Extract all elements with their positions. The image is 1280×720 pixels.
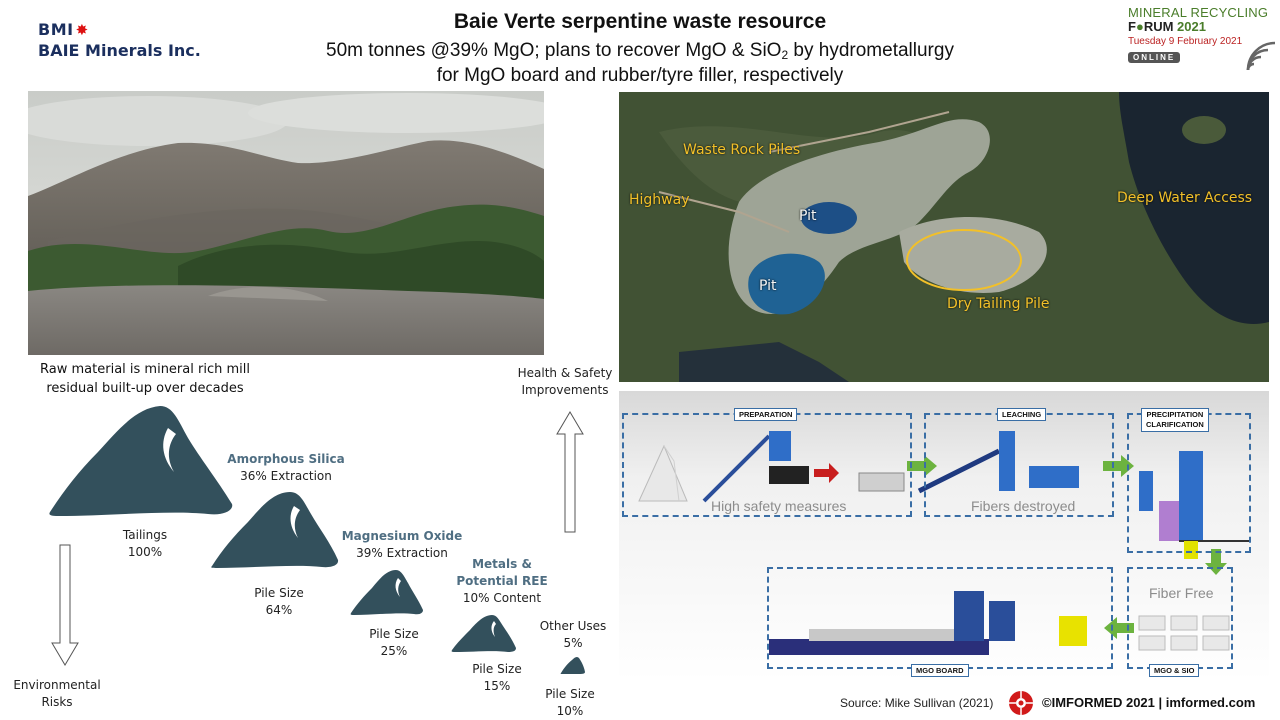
tailings-mountain-photo	[28, 91, 544, 355]
bmi-company-name: BAIE Minerals Inc.	[38, 41, 201, 60]
bmi-logo: BMI✸ BAIE Minerals Inc.	[38, 20, 238, 64]
environmental-risk-down-arrow-icon	[51, 544, 79, 666]
metals-pile-icon	[451, 615, 516, 652]
forum-online-badge: ONLINE	[1128, 52, 1181, 63]
other-uses-pile-icon	[560, 656, 585, 674]
mgo-extraction: 39% Extraction	[356, 546, 448, 560]
raw-caption-line1: Raw material is mineral rich mill	[40, 362, 250, 377]
map-label-dry-tailing: Dry Tailing Pile	[947, 296, 1050, 312]
tailings-value: 100%	[127, 545, 163, 559]
metals-title-1: Metals &	[472, 557, 532, 571]
imformed-brand: ©IMFORMED 2021	[1042, 695, 1155, 710]
slide-title: Baie Verte serpentine waste resource	[453, 10, 827, 33]
map-label-highway: Highway	[629, 192, 690, 208]
caption-high-safety: High safety measures	[711, 498, 847, 514]
raw-caption-line2: residual built-up over decades	[46, 381, 244, 396]
forum-logo: MINERAL RECYCLING F●RUM 2021 Tuesday 9 F…	[1128, 6, 1278, 78]
metals-size-value: 15%	[483, 679, 511, 693]
source-credit: Source: Mike Sullivan (2021)	[840, 696, 994, 710]
tailings-name: Tailings	[122, 528, 168, 542]
imformed-text: ©IMFORMED 2021 | imformed.com	[1042, 695, 1255, 710]
health-safety-label: Health & Safety Improvements	[510, 365, 620, 399]
forum-o-icon: ●	[1135, 19, 1144, 34]
stage-box-mgo-board	[767, 567, 1113, 669]
other-uses-heading: Other Uses 5%	[528, 618, 618, 652]
imformed-link[interactable]: imformed.com	[1165, 695, 1256, 710]
mgo-size-value: 25%	[380, 644, 408, 658]
mgo-size: Pile Size 25%	[349, 626, 439, 660]
subtitle-part1: 50m tonnes @39% MgO; plans to recover Mg…	[326, 40, 782, 61]
forum-line2: F●RUM 2021	[1128, 20, 1278, 34]
mgo-size-label: Pile Size	[369, 627, 419, 641]
wifi-signal-icon	[1246, 41, 1276, 71]
silica-heading: Amorphous Silica 36% Extraction	[222, 451, 350, 485]
env-line1: Environmental	[13, 678, 101, 692]
subtitle-subscript: 2	[781, 48, 789, 62]
other-uses-size-value: 10%	[556, 704, 584, 718]
caption-fiber-free: Fiber Free	[1149, 585, 1214, 601]
slide-subtitle: 50m tonnes @39% MgO; plans to recover Mg…	[240, 40, 1040, 62]
bmi-star-icon: ✸	[75, 22, 89, 39]
forum-rum: RUM	[1143, 19, 1174, 34]
env-line2: Risks	[41, 695, 73, 709]
process-equipment-drawing	[638, 431, 1249, 655]
silica-pile-icon	[211, 492, 339, 568]
other-uses-title: Other Uses	[539, 619, 607, 633]
imformed-separator: |	[1154, 695, 1166, 710]
bmi-abbr: BMI	[38, 20, 74, 39]
map-label-waste-rock: Waste Rock Piles	[683, 142, 801, 158]
forum-line1: MINERAL RECYCLING	[1128, 5, 1269, 20]
health-line2: Improvements	[521, 383, 609, 397]
imformed-footer: ©IMFORMED 2021 | imformed.com	[1008, 690, 1273, 716]
satellite-site-map: Waste Rock Piles Highway Pit Pit Deep Wa…	[619, 92, 1269, 382]
mgo-title: Magnesium Oxide	[341, 529, 463, 543]
metals-size-label: Pile Size	[472, 662, 522, 676]
forum-date: Tuesday 9 February 2021	[1128, 36, 1243, 47]
silica-size-label: Pile Size	[254, 586, 304, 600]
silica-extraction: 36% Extraction	[240, 469, 332, 483]
forum-year: 2021	[1177, 19, 1206, 34]
tailings-label: Tailings 100%	[100, 527, 190, 561]
other-uses-size-label: Pile Size	[545, 687, 595, 701]
metals-heading: Metals & Potential REE 10% Content	[437, 556, 567, 607]
silica-title: Amorphous Silica	[227, 452, 345, 466]
stage-tag-precipitation-line1: PRECIPITATION	[1146, 410, 1204, 419]
map-label-pit-2: Pit	[759, 278, 777, 294]
stage-tag-leaching: LEACHING	[997, 408, 1047, 421]
slide-subtitle-line2: for MgO board and rubber/tyre filler, re…	[436, 65, 844, 86]
stage-tag-mgo-sio: MGO & SIO	[1149, 664, 1200, 677]
stage-tag-preparation: PREPARATION	[734, 408, 798, 421]
metals-size: Pile Size 15%	[452, 661, 542, 695]
tailings-pile-icon	[49, 406, 233, 516]
forum-f: F	[1128, 19, 1136, 34]
other-uses-size: Pile Size 10%	[525, 686, 615, 720]
health-safety-up-arrow-icon	[556, 411, 584, 533]
subtitle-part2: by hydrometallurgy	[788, 40, 954, 61]
raw-material-caption: Raw material is mineral rich mill residu…	[20, 360, 270, 398]
stage-tag-precipitation-line2: CLARIFICATION	[1146, 420, 1204, 429]
silica-size-value: 64%	[265, 603, 293, 617]
stage-box-precipitation	[1127, 413, 1251, 553]
environmental-risk-label: Environmental Risks	[12, 677, 102, 711]
imformed-logo-icon	[1009, 691, 1033, 715]
caption-fibers-destroyed: Fibers destroyed	[971, 498, 1076, 514]
map-label-pit-1: Pit	[799, 208, 817, 224]
other-uses-percent: 5%	[563, 636, 583, 650]
mgo-pile-icon	[350, 570, 423, 615]
mgo-heading: Magnesium Oxide 39% Extraction	[336, 528, 468, 562]
stage-tag-mgo-board: MGO BOARD	[911, 664, 969, 677]
stage-box-mgo-sio	[1127, 567, 1233, 669]
health-line1: Health & Safety	[517, 366, 613, 380]
map-label-deep-water: Deep Water Access	[1117, 190, 1253, 206]
metals-content: 10% Content	[462, 591, 542, 605]
silica-size: Pile Size 64%	[234, 585, 324, 619]
metals-title-2: Potential REE	[456, 574, 548, 588]
